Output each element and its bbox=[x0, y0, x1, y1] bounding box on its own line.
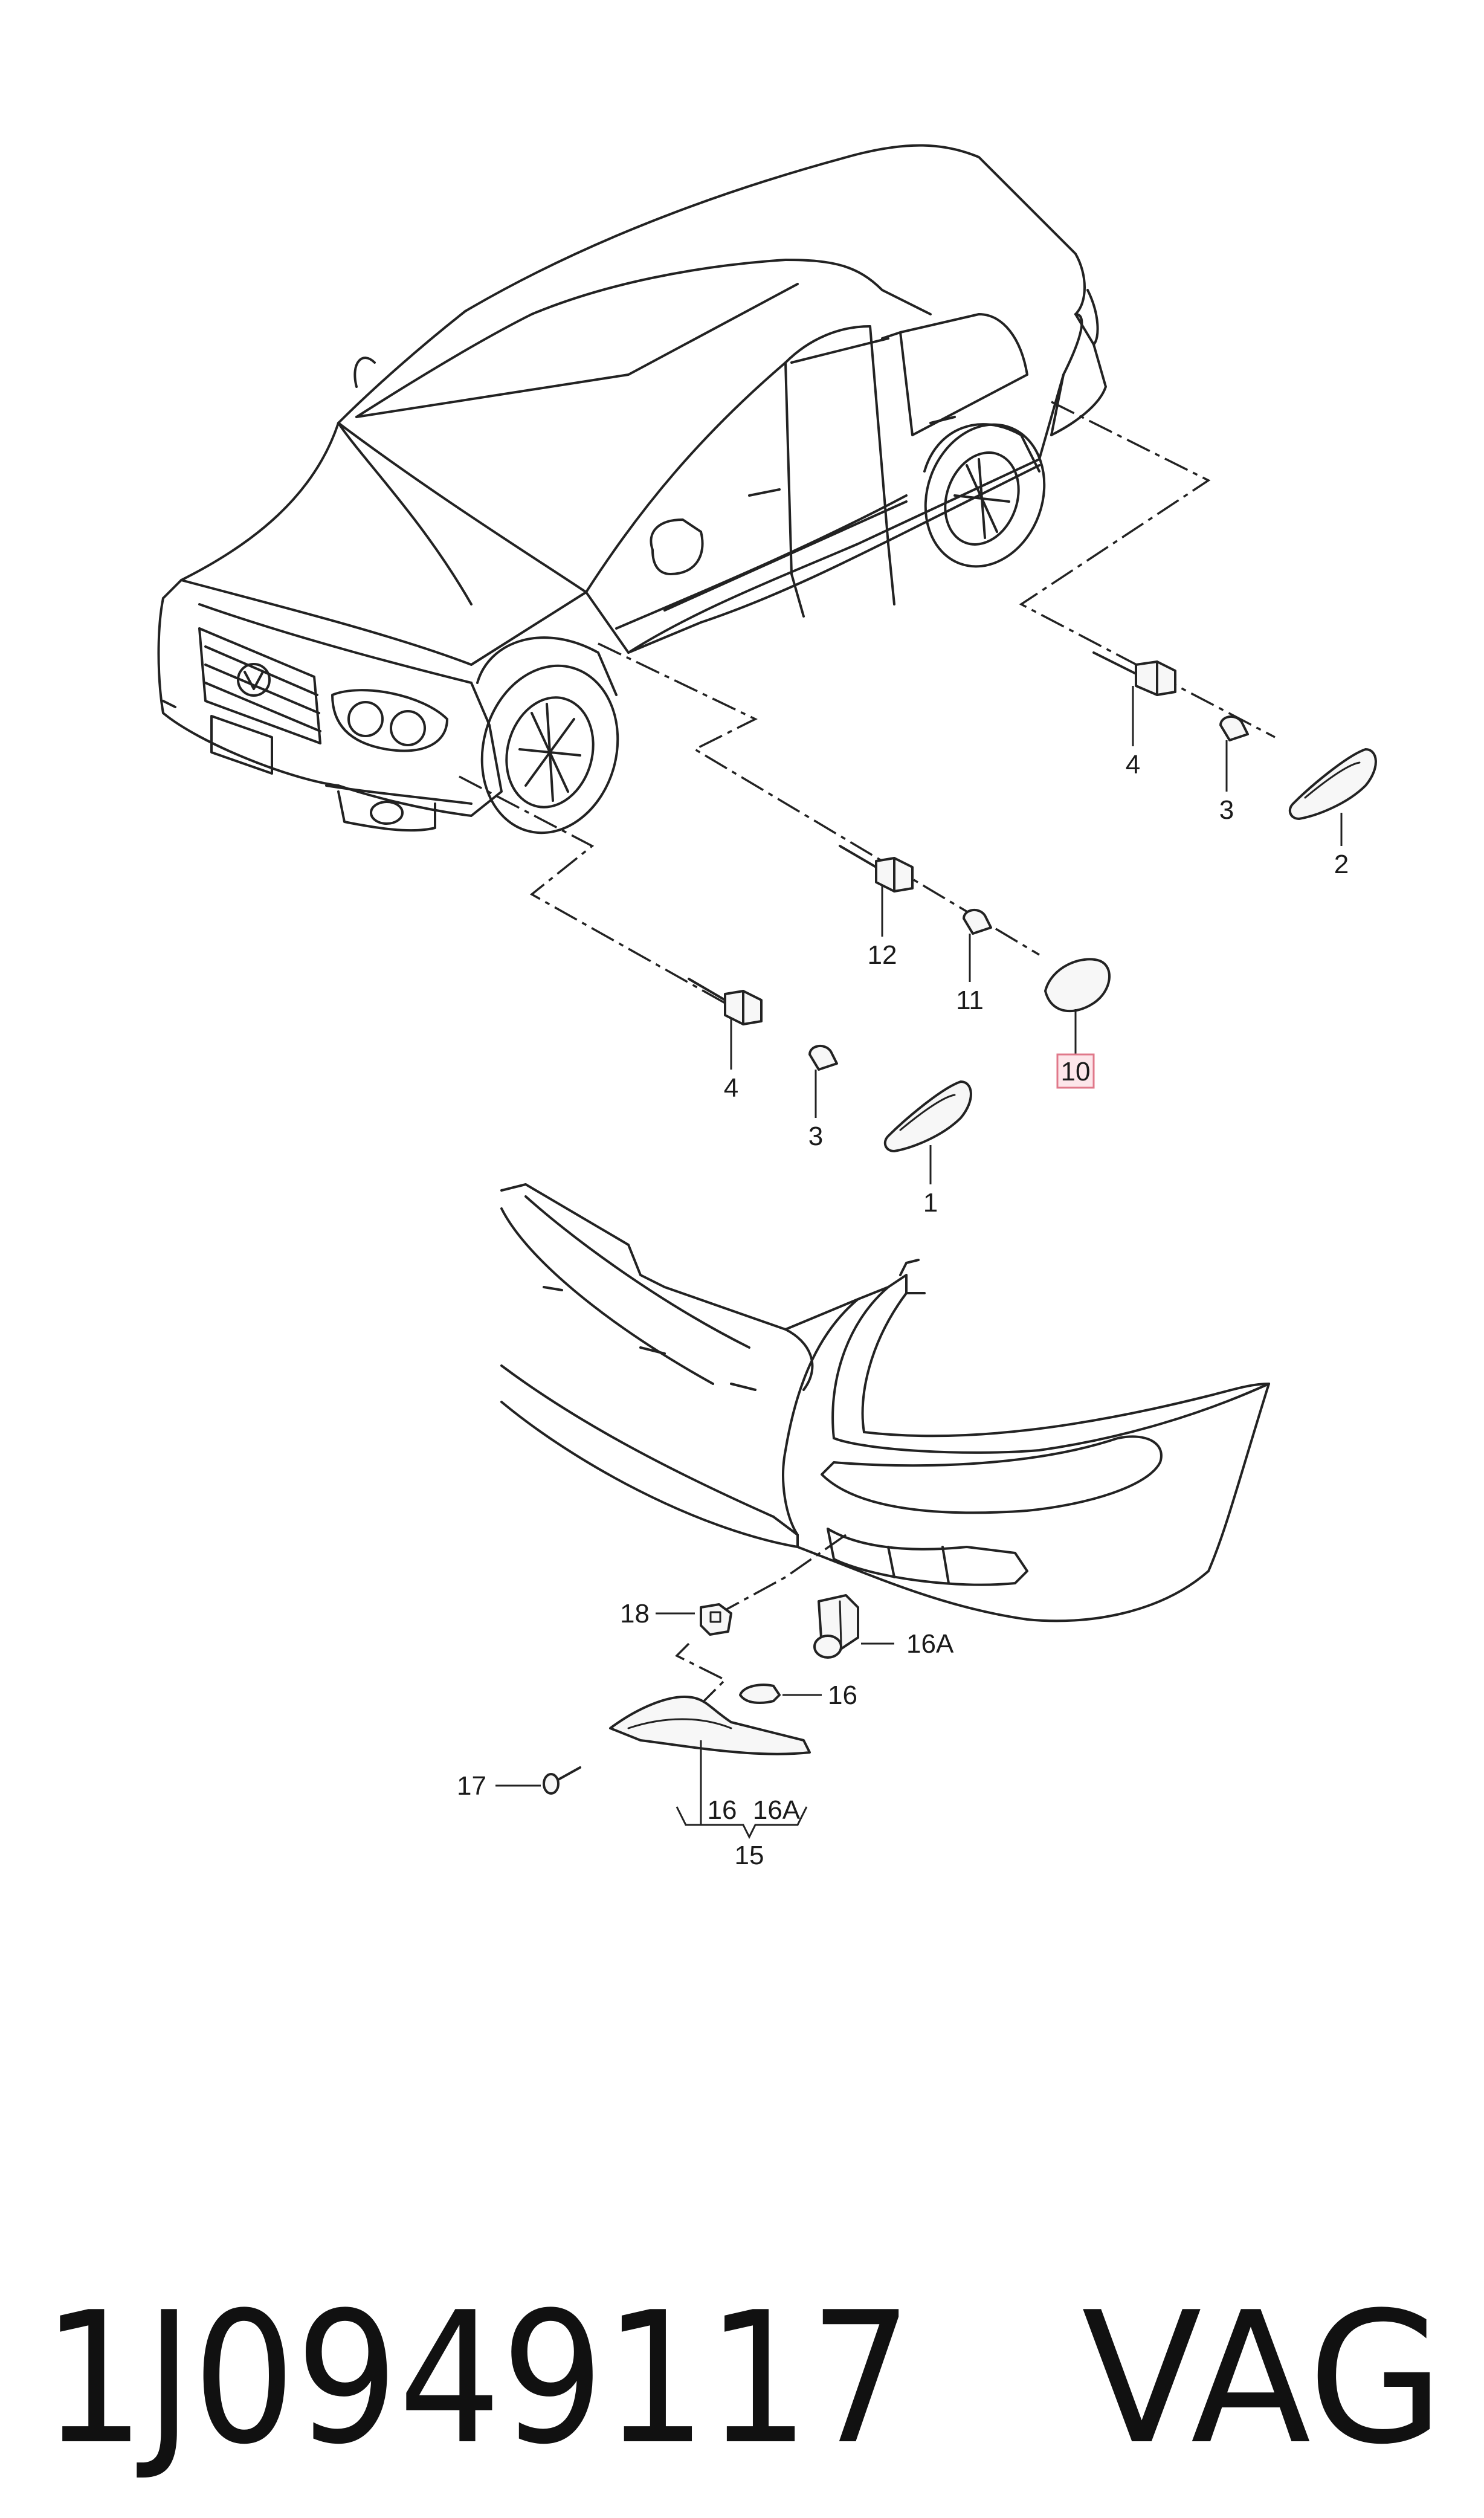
part-number: 1J0949117 bbox=[42, 2273, 912, 2484]
rear-marker-assembly bbox=[1092, 651, 1377, 820]
lamp-housing-15 bbox=[609, 1696, 811, 1755]
callout-3-front: 3 bbox=[808, 1122, 823, 1151]
callout-18: 18 bbox=[620, 1599, 650, 1629]
bulb-16 bbox=[739, 1684, 781, 1704]
socket-with-wire-12 bbox=[839, 845, 914, 893]
callout-16-sub: 16 bbox=[708, 1795, 737, 1825]
callout-labels: 4 3 2 12 11 10 4 3 1 18 16A 16 17 16 16A… bbox=[457, 750, 1349, 1870]
highlight-box-10 bbox=[1056, 1053, 1095, 1089]
leader-lines bbox=[495, 686, 1343, 1839]
callout-10: 10 bbox=[1061, 1057, 1091, 1086]
footer: 1J0949117 VAG bbox=[42, 2273, 1444, 2484]
callout-4-front: 4 bbox=[724, 1073, 738, 1103]
callout-17: 17 bbox=[457, 1771, 486, 1801]
brand-name: VAG bbox=[1082, 2273, 1444, 2484]
assembly-dash-lines bbox=[459, 401, 1276, 1711]
socket-with-wire-4-front bbox=[688, 978, 763, 1025]
callout-3-rear: 3 bbox=[1219, 795, 1234, 825]
side-marker-lens-10 bbox=[1044, 958, 1111, 1012]
bulb-3-front bbox=[808, 1045, 838, 1071]
callout-2: 2 bbox=[1334, 850, 1349, 879]
callout-11: 11 bbox=[956, 986, 984, 1015]
callout-16a: 16A bbox=[906, 1629, 954, 1659]
front-marker-assembly bbox=[688, 978, 972, 1152]
lower-parts bbox=[543, 1594, 859, 1795]
side-marker-lamp-2 bbox=[1288, 748, 1377, 820]
middle-marker-assembly bbox=[839, 845, 1111, 1012]
callout-4-rear: 4 bbox=[1126, 750, 1140, 780]
callout-16a-sub: 16A bbox=[753, 1795, 801, 1825]
bulb-3-rear bbox=[1219, 715, 1249, 741]
callout-15: 15 bbox=[735, 1841, 764, 1870]
front-bumper-illustration bbox=[500, 1183, 1270, 1622]
bulb-11 bbox=[963, 909, 992, 935]
callout-16: 16 bbox=[828, 1680, 857, 1710]
callout-12: 12 bbox=[868, 940, 897, 970]
socket-with-wire-4-rear bbox=[1092, 651, 1176, 696]
car-illustration bbox=[157, 144, 1107, 834]
callout-1: 1 bbox=[923, 1188, 938, 1218]
clip-18 bbox=[700, 1603, 732, 1636]
side-marker-lamp-1 bbox=[883, 1080, 972, 1152]
screw-17 bbox=[543, 1766, 581, 1795]
sensor-16a bbox=[813, 1594, 859, 1659]
